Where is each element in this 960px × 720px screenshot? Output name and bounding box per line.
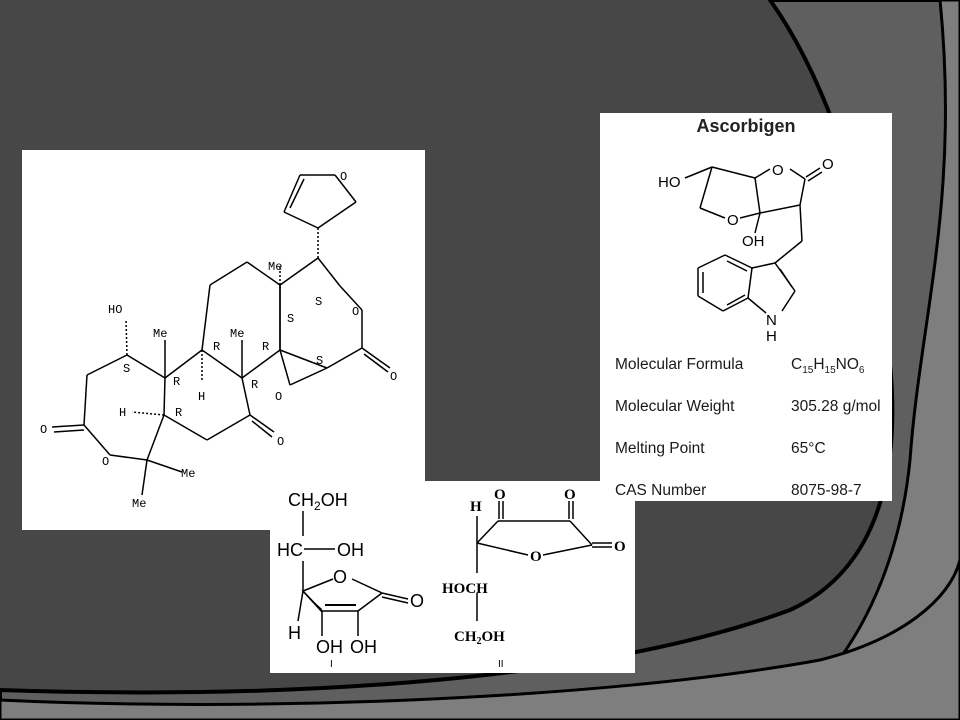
methyl-label: Me — [181, 467, 195, 481]
hydroxyl-label: OH — [742, 233, 765, 250]
hoch-label: HOCH — [442, 581, 488, 597]
ch2oh-label: CH2OH — [288, 490, 348, 513]
ascorbic-acid-structures-card: CH2OH HC OH O O H OH OH I H O O O O — [270, 481, 635, 673]
hydrogen-label: H — [470, 499, 482, 515]
methyl-label: Me — [132, 497, 146, 511]
stereo-label: R — [262, 340, 269, 354]
hydroxyl-label: OH — [337, 540, 364, 560]
ascorbigen-rings — [684, 166, 823, 314]
ascorbigen-structure-drawing: HO O O O OH N H — [658, 156, 834, 345]
ketone-oxygen-label: O — [277, 435, 284, 449]
ascorbic-acid-drawing: CH2OH HC OH O O H OH OH I H O O O O — [277, 487, 626, 670]
lactone-oxygen-label: O — [102, 455, 109, 469]
methyl-label: Me — [230, 327, 244, 341]
ring-oxygen-label: O — [333, 567, 347, 587]
stereo-label: S — [315, 295, 322, 309]
lactone-ring-left — [297, 578, 409, 636]
hydroxyl-label: HO — [658, 174, 681, 191]
epoxide — [279, 349, 328, 386]
carbonyl-oxygen-label: O — [410, 591, 424, 611]
methyl-label: Me — [153, 327, 167, 341]
property-label: Melting Point — [615, 440, 705, 457]
hydroxyl-label: OH — [350, 637, 377, 657]
hc-label: HC — [277, 540, 303, 560]
structure-numeral: I — [330, 659, 333, 670]
ch2oh-label: CH2OH — [454, 629, 505, 647]
lactone-ring-right — [279, 257, 391, 373]
hydrogen-label: H — [119, 406, 126, 420]
stereo-label: R — [213, 340, 220, 354]
ring-oxygen-label: O — [727, 212, 739, 229]
indole-nitrogen-label: N — [766, 312, 777, 329]
oxygen-label: O — [494, 487, 506, 503]
stereo-label: S — [123, 362, 130, 376]
indole-hydrogen-label: H — [766, 328, 777, 345]
lactone-ring-right — [476, 501, 612, 621]
property-value: C15H15NO6 — [791, 356, 865, 377]
stereo-label: R — [173, 375, 180, 389]
methyl-label: Me — [268, 260, 282, 274]
hydroxyl-label: OH — [316, 637, 343, 657]
hydrogen-label: H — [288, 623, 301, 643]
carbonyl-oxygen-label: O — [390, 370, 397, 384]
property-value: 65°C — [791, 440, 826, 457]
ring-oxygen-label: O — [530, 549, 542, 565]
property-value: 8075-98-7 — [791, 482, 862, 499]
property-value: 305.28 g/mol — [791, 398, 881, 415]
oxygen-label: O — [614, 539, 626, 555]
oxygen-label: O — [564, 487, 576, 503]
furan-ring — [283, 174, 357, 229]
hydroxyl-label: HO — [108, 303, 122, 317]
background-arc-bottom — [0, 559, 960, 720]
limonin-structure-card: O Me S S O S O O HO Me Me R R S R R H H … — [22, 150, 425, 530]
lactone-oxygen-label: O — [352, 305, 359, 319]
furan-oxygen-label: O — [340, 170, 347, 184]
stereo-label: R — [251, 378, 258, 392]
structure-numeral: II — [498, 659, 504, 670]
stereo-label: S — [287, 312, 294, 326]
hydrogen-label: H — [198, 390, 205, 404]
epoxide-oxygen-label: O — [275, 390, 282, 404]
carbonyl-oxygen-label: O — [40, 423, 47, 437]
limonin-structure-drawing: O Me S S O S O O HO Me Me R R S R R H H … — [40, 170, 397, 511]
property-label: CAS Number — [615, 482, 707, 499]
stereo-label: S — [316, 354, 323, 368]
property-label: Molecular Weight — [615, 398, 735, 415]
ascorbigen-info-card: Ascorbigen — [600, 113, 892, 501]
property-label: Molecular Formula — [615, 356, 744, 373]
ring-oxygen-label: O — [772, 162, 784, 179]
fused-rings — [51, 261, 281, 496]
carbonyl-oxygen-label: O — [822, 156, 834, 173]
ascorbigen-title: Ascorbigen — [696, 116, 796, 136]
stereo-label: R — [175, 406, 182, 420]
